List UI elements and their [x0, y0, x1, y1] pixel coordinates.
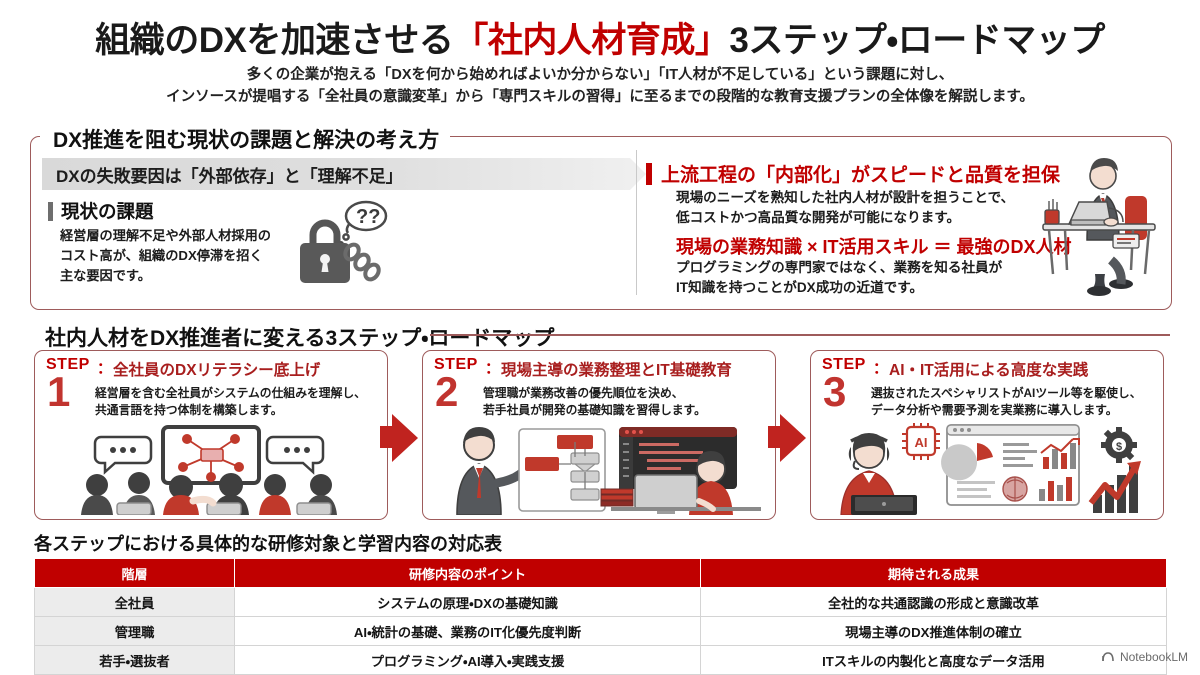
step-3-colon: ：: [873, 360, 889, 377]
skills-formula-body: プログラミングの専門家ではなく、業務を知る社員が IT知識を持つことがDX成功の…: [676, 258, 1002, 299]
step-2-colon: ：: [485, 360, 501, 377]
section2-rule: [430, 334, 1170, 336]
table-header-row: 階層 研修内容のポイント 期待される成果: [34, 558, 1167, 588]
current-issue-heading-text: 現状の課題: [61, 201, 154, 222]
step-2-body-line1: 管理職が業務改善の優先順位を決め、: [483, 386, 684, 400]
table-cell: 現場主導のDX推進体制の確立: [700, 616, 1167, 646]
table-row: 全社員 システムの原理・DXの基礎知識 全社的な共通認識の形成と意識改革: [34, 587, 1167, 617]
svg-text:$: $: [1116, 441, 1122, 453]
step-1-body: 経営層を含む全社員がシステムの仕組みを理解し、 共通言語を持つ体制を構築します。: [95, 385, 366, 419]
step-card-1[interactable]: STEP ： 1 全社員のDXリテラシー底上げ 経営層を含む全社員がシステムの仕…: [34, 350, 388, 520]
skills-formula-line1: プログラミングの専門家ではなく、業務を知る社員が: [676, 260, 1003, 275]
table-cell: ITスキルの内製化と高度なデータ活用: [700, 645, 1167, 675]
title-part2: 3ステップ・ロードマップ: [729, 21, 1105, 60]
businessman-desk-illustration: [1042, 158, 1156, 296]
bar-marker-icon: [48, 202, 53, 221]
title-highlight: 「社内人材育成」: [453, 21, 730, 60]
step-2-label: STEP: [434, 356, 478, 373]
internalization-heading-text: 上流工程の「内部化」がスピードと品質を担保: [661, 165, 1061, 186]
table-cell: 全社員: [34, 587, 235, 617]
step-3-body-line1: 選抜されたスペシャリストがAIツール等を駆使し、: [871, 386, 1142, 400]
table-col-header-2: 期待される成果: [700, 558, 1167, 588]
subtitle-line-2: インソースが提唱する「全社員の意識変革」から「専門スキルの習得」に至るまでの段階…: [166, 89, 1034, 106]
table-cell: プログラミング・AI導入・実践支援: [234, 645, 701, 675]
step-3-illustration-ai-analytics: AI $: [840, 423, 1141, 515]
step-3-label: STEP: [822, 356, 866, 373]
current-issue-heading: 現状の課題: [48, 198, 154, 224]
svg-text:AI: AI: [915, 435, 928, 450]
table-heading: 各ステップにおける具体的な研修対象と学習内容の対応表: [34, 534, 502, 554]
table-cell: 管理職: [34, 616, 235, 646]
table-col-header-0: 階層: [34, 558, 235, 588]
current-issue-body: 経営層の理解不足や外部人材採用のコスト高が、組織のDX停滞を招く主な要因です。: [60, 228, 271, 284]
subtitle-line-1: 多くの企業が抱える「DXを何から始めればよいか分からない」「IT人材が不足してい…: [246, 67, 954, 83]
notebooklm-logo-icon: [1102, 652, 1114, 662]
step-1-body-line1: 経営層を含む全社員がシステムの仕組みを理解し、: [95, 386, 366, 400]
table-cell: システムの原理・DXの基礎知識: [234, 587, 701, 617]
step-3-title: AI・IT活用による高度な実践: [889, 362, 1089, 379]
table-col-header-1: 研修内容のポイント: [234, 558, 701, 588]
svg-text:??: ??: [356, 206, 380, 228]
section1-divider: [636, 150, 637, 295]
internalization-heading: 上流工程の「内部化」がスピードと品質を担保: [646, 160, 1060, 187]
notebooklm-watermark: NotebookLM: [1101, 650, 1188, 664]
page-subtitle: 多くの企業が抱える「DXを何から始めればよいか分からない」「IT人材が不足してい…: [0, 64, 1200, 109]
step-2-title: 現場主導の業務整理とIT基礎教育: [501, 362, 732, 379]
step-arrow-2: [780, 414, 806, 462]
lock-chain-illustration: ??: [300, 200, 388, 283]
step-1-body-line2: 共通言語を持つ体制を構築します。: [95, 403, 283, 418]
table-cell: AI・統計の基礎、業務のIT化優先度判断: [234, 616, 701, 646]
skills-formula-line2: IT知識を持つことがDX成功の近道です。: [676, 280, 924, 296]
table-row: 若手・選抜者 プログラミング・AI導入・実践支援 ITスキルの内製化と高度なデー…: [34, 645, 1167, 675]
section1-heading: DX推進を阻む現状の課題と解決の考え方: [40, 124, 451, 154]
notebooklm-label: NotebookLM: [1119, 650, 1188, 664]
internalization-body-line1: 現場のニーズを熟知した社内人材が設計を担うことで、: [676, 190, 1015, 205]
title-part1: 組織のDXを加速させる: [95, 21, 454, 60]
section1-banner-text: DXの失敗要因は「外部依存」と「理解不足」: [56, 166, 403, 186]
red-bar-marker-icon: [646, 163, 652, 185]
step-2-illustration-flowchart-coding: [456, 427, 761, 515]
step-1-colon: ：: [97, 360, 113, 377]
step-1-number: 1: [47, 368, 71, 415]
step-arrow-1-tail: [380, 426, 394, 448]
skills-formula-heading: 現場の業務知識 × IT活用スキル ＝ 最強のDX人材: [676, 237, 1072, 257]
step-1-illustration-training-meeting: [81, 425, 337, 515]
step-2-body-line2: 若手社員が開発の基礎知識を習得します。: [483, 403, 706, 418]
internalization-body-line2: 低コストかつ高品質な開発が可能になります。: [676, 210, 961, 226]
section2-heading: 社内人材をDX推進者に変える3ステップ・ロードマップ: [32, 322, 566, 352]
step-1-title: 全社員のDXリテラシー底上げ: [113, 362, 321, 379]
step-arrow-1: [392, 414, 418, 462]
table-cell: 全社的な共通認識の形成と意識改革: [700, 587, 1167, 617]
table-row: 管理職 AI・統計の基礎、業務のIT化優先度判断 現場主導のDX推進体制の確立: [34, 616, 1167, 646]
training-matrix-table: 階層 研修内容のポイント 期待される成果 全社員 システムの原理・DXの基礎知識…: [34, 558, 1167, 675]
step-card-2[interactable]: STEP ： 2 現場主導の業務整理とIT基礎教育 管理職が業務改善の優先順位を…: [422, 350, 776, 520]
step-1-label: STEP: [46, 356, 90, 373]
step-3-body: 選抜されたスペシャリストがAIツール等を駆使し、 データ分析や需要予測を実業務に…: [871, 385, 1142, 419]
step-2-number: 2: [435, 368, 459, 415]
table-cell: 若手・選抜者: [34, 645, 235, 675]
internalization-body: 現場のニーズを熟知した社内人材が設計を担うことで、 低コストかつ高品質な開発が可…: [676, 188, 1014, 229]
step-2-body: 管理職が業務改善の優先順位を決め、 若手社員が開発の基礎知識を習得します。: [483, 385, 706, 419]
step-arrow-2-tail: [768, 426, 782, 448]
section1-banner: DXの失敗要因は「外部依存」と「理解不足」: [42, 158, 646, 190]
step-3-number: 3: [823, 368, 847, 415]
step-3-body-line2: データ分析や需要予測を実業務に導入します。: [871, 403, 1118, 418]
page-title: 組織のDXを加速させる「社内人材育成」3ステップ・ロードマップ: [0, 12, 1200, 63]
step-card-3[interactable]: STEP ： 3 AI・IT活用による高度な実践 選抜されたスペシャリストがAI…: [810, 350, 1164, 520]
